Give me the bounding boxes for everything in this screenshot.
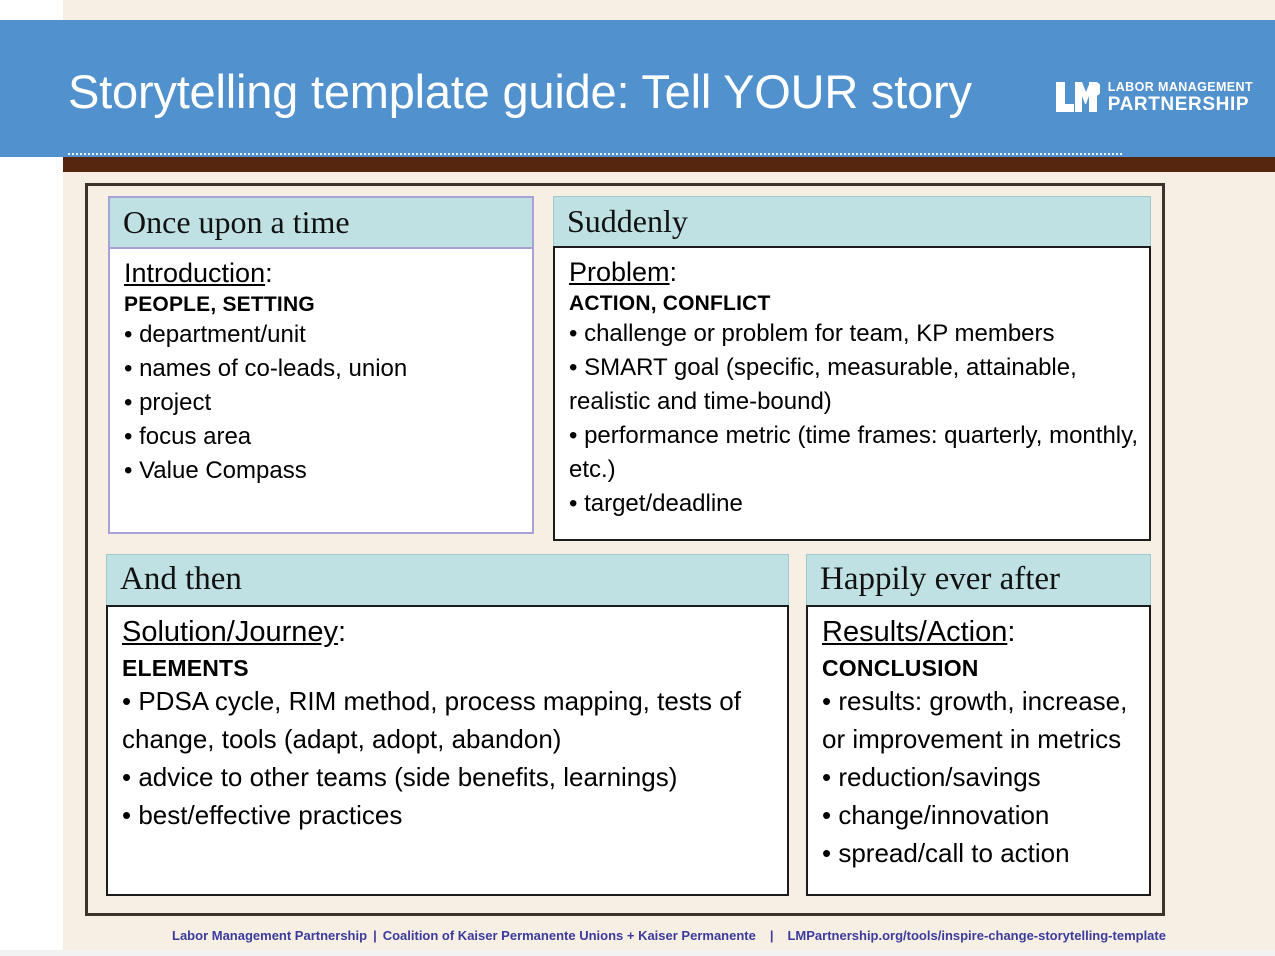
accent-bar — [63, 157, 1275, 172]
card-label-introduction: Introduction — [124, 258, 266, 288]
card-suddenly: Suddenly Problem: ACTION, CONFLICT chall… — [553, 196, 1151, 541]
lmp-logo: LABOR MANAGEMENT PARTNERSHIP — [1055, 81, 1253, 114]
content-frame: Once upon a time Introduction: PEOPLE, S… — [85, 183, 1165, 916]
card-label-row-introduction: Introduction: — [124, 258, 522, 289]
card-body-suddenly: Problem: ACTION, CONFLICT challenge or p… — [553, 246, 1151, 541]
list-item: change/innovation — [822, 797, 1139, 835]
card-label-row-results-action: Results/Action: — [822, 616, 1139, 649]
card-body-happily-ever-after: Results/Action: CONCLUSION results: grow… — [806, 605, 1151, 896]
card-once-upon-a-time: Once upon a time Introduction: PEOPLE, S… — [108, 196, 534, 534]
card-header-happily-ever-after: Happily ever after — [806, 554, 1151, 605]
list-item: reduction/savings — [822, 759, 1139, 797]
list-item: results: growth, increase, or improvemen… — [822, 683, 1139, 759]
card-label-row-solution-journey: Solution/Journey: — [122, 616, 777, 649]
footer-separator-1: | — [373, 928, 377, 943]
bottom-strip — [0, 950, 1275, 956]
lmp-logo-line-1: LABOR MANAGEMENT — [1107, 80, 1253, 94]
card-label-colon-problem: : — [669, 257, 678, 287]
list-item: best/effective practices — [122, 797, 777, 835]
footer: Labor Management Partnership | Coalition o… — [63, 928, 1275, 943]
card-label-solution-journey: Solution/Journey — [122, 616, 339, 648]
list-item: focus area — [124, 420, 522, 454]
footer-separator-2: | — [769, 928, 774, 943]
footer-url[interactable]: LMPartnership.org/tools/inspire-change-s… — [787, 928, 1166, 943]
card-label-colon-results-action: : — [1007, 616, 1016, 648]
card-bullets-suddenly: challenge or problem for team, KP member… — [569, 317, 1139, 521]
list-item: PDSA cycle, RIM method, process mapping,… — [122, 683, 777, 759]
card-body-and-then: Solution/Journey: ELEMENTS PDSA cycle, R… — [106, 605, 789, 896]
card-caps-elements: ELEMENTS — [122, 655, 249, 681]
card-label-problem: Problem — [569, 257, 670, 287]
card-caps-people-setting: PEOPLE, SETTING — [124, 293, 315, 316]
list-item: names of co-leads, union — [124, 352, 522, 386]
list-item: performance metric (time frames: quarter… — [569, 419, 1139, 487]
card-caps-action-conflict: ACTION, CONFLICT — [569, 292, 771, 315]
lmp-logo-wordmark: LABOR MANAGEMENT PARTNERSHIP — [1108, 81, 1253, 114]
card-header-suddenly: Suddenly — [553, 196, 1151, 246]
page-title: Storytelling template guide: Tell YOUR s… — [68, 65, 972, 118]
list-item: target/deadline — [569, 487, 1139, 521]
list-item: SMART goal (specific, measurable, attain… — [569, 351, 1139, 419]
card-body-once-upon-a-time: Introduction: PEOPLE, SETTING department… — [110, 249, 532, 532]
card-and-then: And then Solution/Journey: ELEMENTS PDSA… — [106, 554, 789, 896]
card-bullets-happily-ever-after: results: growth, increase, or improvemen… — [822, 683, 1139, 873]
card-header-and-then: And then — [106, 554, 789, 605]
footer-coalition: Coalition of Kaiser Permanente Unions + … — [382, 928, 756, 943]
lmp-monogram-icon — [1055, 82, 1100, 113]
card-label-results-action: Results/Action — [822, 616, 1008, 648]
header-band: Storytelling template guide: Tell YOUR s… — [0, 20, 1275, 157]
lmp-logo-line-2: PARTNERSHIP — [1107, 93, 1250, 115]
list-item: spread/call to action — [822, 835, 1139, 873]
header-dotted-rule — [68, 153, 1123, 155]
list-item: Value Compass — [124, 454, 522, 488]
list-item: advice to other teams (side benefits, le… — [122, 759, 777, 797]
card-label-colon-introduction: : — [265, 258, 273, 288]
card-header-once-upon-a-time: Once upon a time — [110, 198, 532, 249]
card-bullets-and-then: PDSA cycle, RIM method, process mapping,… — [122, 683, 777, 835]
card-caps-conclusion: CONCLUSION — [822, 655, 979, 681]
card-label-colon-solution-journey: : — [338, 616, 347, 648]
list-item: challenge or problem for team, KP member… — [569, 317, 1139, 351]
list-item: department/unit — [124, 318, 522, 352]
card-happily-ever-after: Happily ever after Results/Action: CONCL… — [806, 554, 1151, 896]
list-item: project — [124, 386, 522, 420]
card-label-row-problem: Problem: — [569, 257, 1139, 288]
card-bullets-once-upon-a-time: department/unit names of co-leads, union… — [124, 318, 522, 488]
footer-org: Labor Management Partnership — [172, 928, 368, 943]
